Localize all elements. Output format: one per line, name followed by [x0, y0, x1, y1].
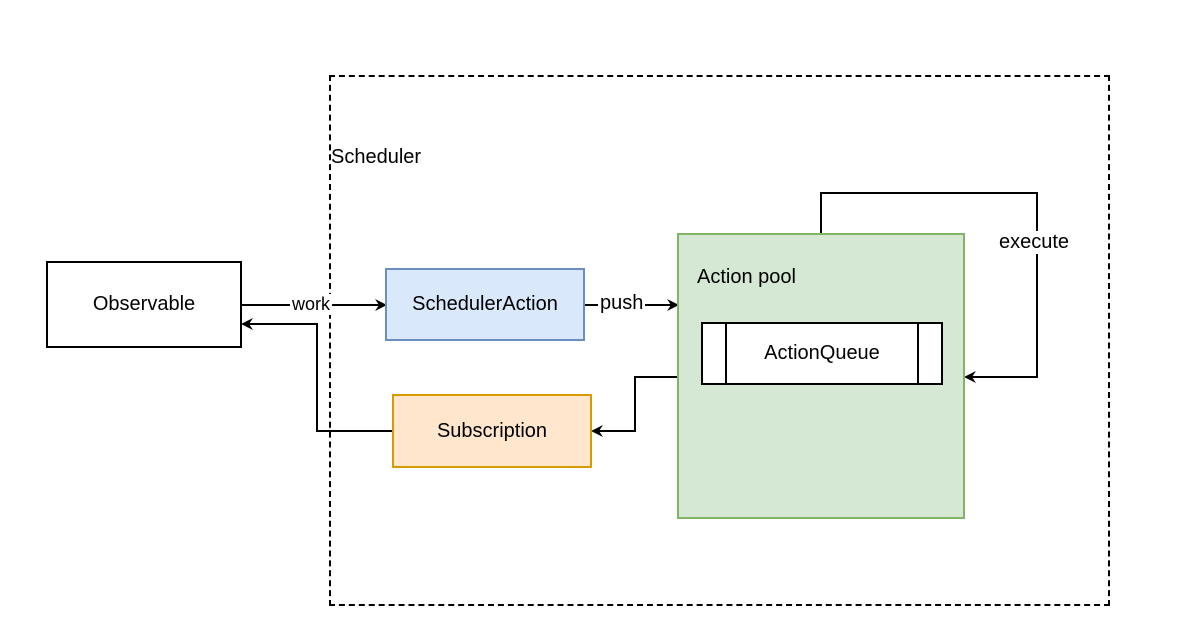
- scheduler-action-node: SchedulerAction: [385, 268, 585, 341]
- edge-execute-loop: [820, 192, 1038, 383]
- edge-label-execute: execute: [997, 231, 1072, 254]
- action-queue-label: ActionQueue: [764, 342, 880, 364]
- action-pool-node: Action pool ActionQueue: [677, 233, 965, 519]
- edge-pool-to-subscription: [591, 376, 678, 437]
- edge-label-push: push: [598, 292, 646, 315]
- action-queue-left-bar: [725, 324, 727, 383]
- scheduler-boundary: [329, 75, 1110, 606]
- subscription-label: Subscription: [436, 419, 548, 442]
- observable-node: Observable: [46, 261, 242, 348]
- edge-label-work: work: [290, 294, 333, 315]
- edge-subscription-to-observable: [241, 318, 392, 432]
- action-queue-right-bar: [917, 324, 919, 383]
- scheduler-label: Scheduler: [331, 146, 422, 168]
- scheduler-action-label: SchedulerAction: [412, 293, 558, 315]
- action-queue-node: ActionQueue: [701, 322, 943, 385]
- subscription-node: Subscription: [392, 394, 592, 468]
- action-pool-label: Action pool: [697, 266, 796, 288]
- observable-label: Observable: [92, 293, 196, 315]
